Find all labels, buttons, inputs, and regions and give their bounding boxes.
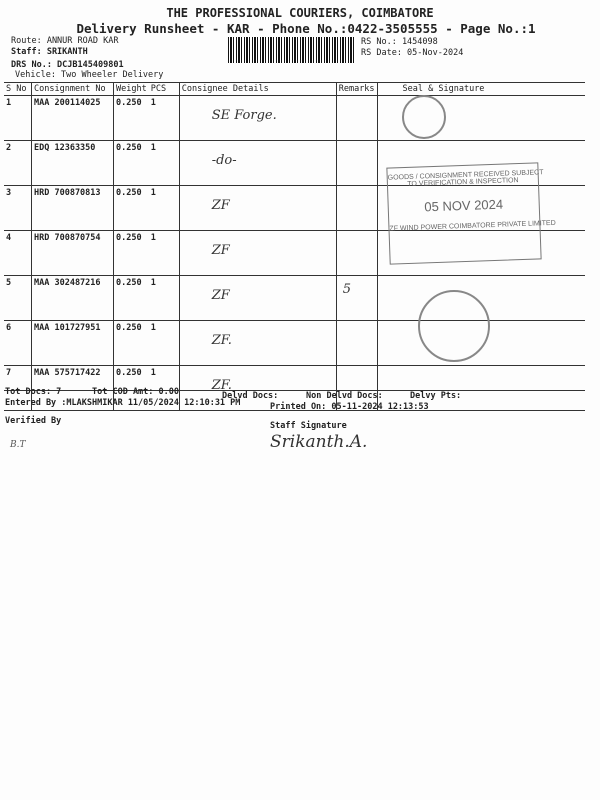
delvy-pts: Delvy Pts: xyxy=(410,391,462,401)
weight: 0.250 xyxy=(112,365,149,411)
weight: 0.250 xyxy=(112,140,149,186)
pcs: 1 xyxy=(148,185,180,231)
remarks-handwritten: 5 xyxy=(342,282,351,297)
round-seal-2 xyxy=(418,290,490,362)
sno: 5 xyxy=(4,275,32,321)
seal-signature xyxy=(376,365,585,411)
sno: 7 xyxy=(4,365,32,411)
non-delvd-docs: Non Delvd Docs: xyxy=(306,391,383,401)
company-title: THE PROFESSIONAL COURIERS, COIMBATORE xyxy=(166,6,434,20)
consignee-handwritten: ZF xyxy=(211,198,230,213)
col-consignment: Consignment No xyxy=(31,82,114,96)
sno: 6 xyxy=(4,320,32,366)
runsheet-subtitle: Delivery Runsheet - KAR - Phone No.:0422… xyxy=(76,21,536,36)
consignee-details: -do- xyxy=(178,140,337,186)
sno: 1 xyxy=(4,95,32,141)
rs-no: RS No.: 1454098 xyxy=(361,37,438,47)
consignment-no: MAA 575717422 xyxy=(31,365,114,411)
stamp-line3: ZF WIND POWER COIMBATORE PRIVATE LIMITED xyxy=(389,219,556,233)
remarks xyxy=(335,320,378,366)
consignment-no: MAA 101727951 xyxy=(31,320,114,366)
seal-signature xyxy=(376,230,585,276)
pcs: 1 xyxy=(148,230,180,276)
consignee-handwritten: -do- xyxy=(211,153,237,168)
remarks xyxy=(335,95,378,141)
col-seal: Seal & Signature xyxy=(376,82,585,96)
consignment-no: EDQ 12363350 xyxy=(31,140,114,186)
table-row: 2 EDQ 12363350 0.250 1 -do- xyxy=(4,140,585,186)
tot-cod: Tot COD Amt: 0.00 xyxy=(92,387,179,397)
table-row: 1 MAA 200114025 0.250 1 SE Forge. xyxy=(4,95,585,141)
rs-date: RS Date: 05-Nov-2024 xyxy=(361,48,464,58)
staff: Staff: SRIKANTH xyxy=(11,47,88,57)
received-stamp: GOODS / CONSIGNMENT RECEIVED SUBJECT TO … xyxy=(386,162,556,265)
staff-signature-label: Staff Signature xyxy=(270,421,347,431)
consignee-handwritten: ZF. xyxy=(211,378,232,393)
weight: 0.250 xyxy=(112,185,149,231)
remarks xyxy=(335,185,378,231)
consignee-handwritten: ZF xyxy=(211,243,230,258)
footer-divider xyxy=(4,390,585,391)
round-seal-1 xyxy=(402,95,446,139)
pcs: 1 xyxy=(148,365,180,411)
remarks xyxy=(335,365,378,411)
sno: 4 xyxy=(4,230,32,276)
staff-signature: Srikanth.A. xyxy=(270,432,368,452)
barcode xyxy=(228,37,356,63)
col-remarks: Remarks xyxy=(335,82,378,96)
consignment-no: MAA 302487216 xyxy=(31,275,114,321)
seal-signature xyxy=(376,185,585,231)
consignee-handwritten: SE Forge. xyxy=(211,108,277,123)
consignee-details: ZF xyxy=(178,275,337,321)
entered-by: Entered By :MLAKSHMIKAR 11/05/2024 12:10… xyxy=(5,398,241,408)
sno: 3 xyxy=(4,185,32,231)
pcs: 1 xyxy=(148,140,180,186)
printed-on: Printed On: 05-11-2024 12:13:53 xyxy=(270,402,429,412)
consignment-no: HRD 700870754 xyxy=(31,230,114,276)
route: Route: ANNUR ROAD KAR xyxy=(11,36,119,46)
pcs: 1 xyxy=(148,95,180,141)
runsheet-table: S No Consignment No Weight PCS Consignee… xyxy=(4,82,585,411)
verified-by: Verified By xyxy=(5,416,62,426)
tot-docs: Tot Docs: 7 xyxy=(5,387,62,397)
remarks xyxy=(335,140,378,186)
consignee-details: ZF. xyxy=(178,365,337,411)
remarks: 5 xyxy=(335,275,378,321)
consignment-no: HRD 700870813 xyxy=(31,185,114,231)
pcs: 1 xyxy=(148,275,180,321)
consignee-details: ZF. xyxy=(178,320,337,366)
sno: 2 xyxy=(4,140,32,186)
table-row: 6 MAA 101727951 0.250 1 ZF. xyxy=(4,320,585,366)
consignee-details: SE Forge. xyxy=(178,95,337,141)
drs-no: DRS No.: DCJB145409801 xyxy=(11,60,124,70)
consignee-details: ZF xyxy=(178,230,337,276)
verifier-signature: B.T xyxy=(10,440,26,450)
remarks xyxy=(335,230,378,276)
col-weight: Weight xyxy=(112,82,149,96)
table-row: 4 HRD 700870754 0.250 1 ZF xyxy=(4,230,585,276)
vehicle: Vehicle: Two Wheeler Delivery xyxy=(15,70,164,80)
delvd-docs: Delvd Docs: xyxy=(222,391,279,401)
weight: 0.250 xyxy=(112,230,149,276)
consignment-no: MAA 200114025 xyxy=(31,95,114,141)
col-consignee: Consignee Details xyxy=(178,82,337,96)
stamp-date: 05 NOV 2024 xyxy=(424,196,504,215)
pcs: 1 xyxy=(148,320,180,366)
consignee-details: ZF xyxy=(178,185,337,231)
table-row: 5 MAA 302487216 0.250 1 ZF 5 xyxy=(4,275,585,321)
weight: 0.250 xyxy=(112,275,149,321)
weight: 0.250 xyxy=(112,320,149,366)
weight: 0.250 xyxy=(112,95,149,141)
consignee-handwritten: ZF. xyxy=(211,333,232,348)
col-sno: S No xyxy=(4,82,32,96)
table-row: 7 MAA 575717422 0.250 1 ZF. xyxy=(4,365,585,411)
seal-signature xyxy=(376,140,585,186)
consignee-handwritten: ZF xyxy=(211,288,230,303)
col-pcs: PCS xyxy=(148,82,180,96)
table-row: 3 HRD 700870813 0.250 1 ZF xyxy=(4,185,585,231)
